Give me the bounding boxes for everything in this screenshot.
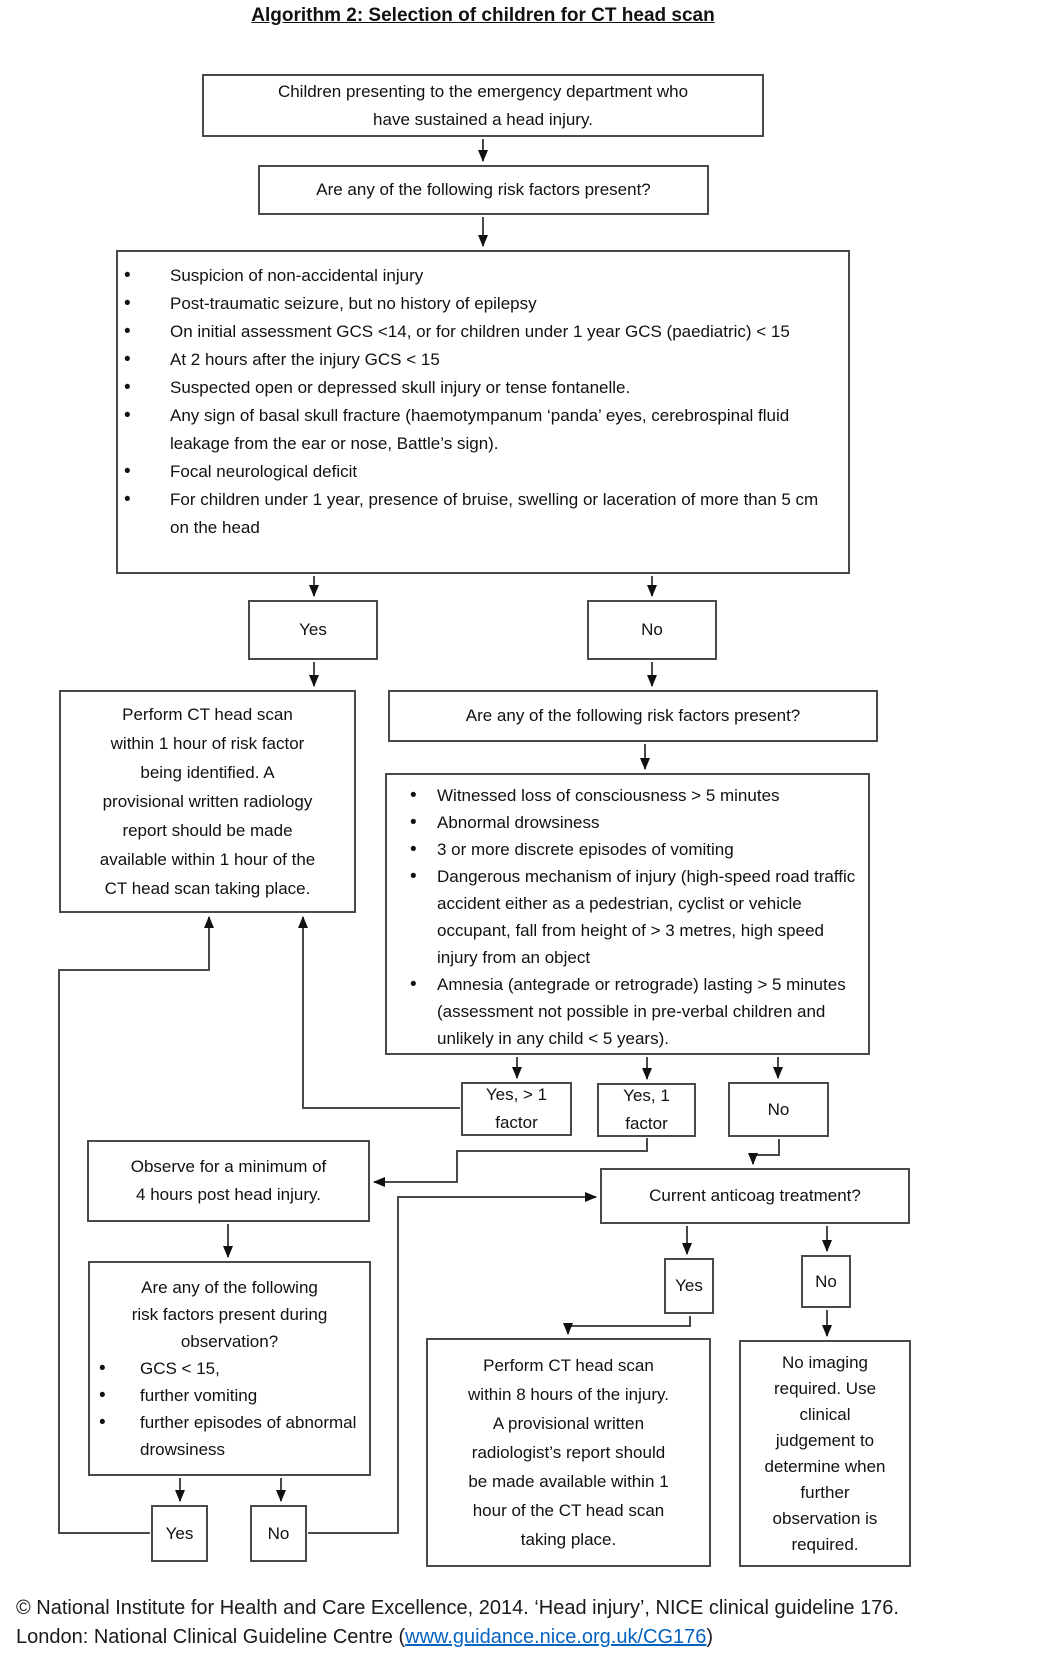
bullet-item: Suspicion of non-accidental injury: [118, 262, 834, 290]
node-no-1: No: [587, 600, 717, 660]
bullet-item: For children under 1 year, presence of b…: [118, 486, 834, 542]
bullet-item: Suspected open or depressed skull injury…: [118, 374, 834, 402]
node-yes-1: Yes: [248, 600, 378, 660]
node-risk-factor-list-1: Suspicion of non-accidental injury Post-…: [116, 250, 850, 574]
bullet-item: Abnormal drowsiness: [387, 809, 860, 836]
footer-line-2-prefix: London: National Clinical Guideline Cent…: [16, 1626, 406, 1648]
node-observation-risk-factors: Are any of the following risk factors pr…: [88, 1261, 371, 1476]
bullet-item: further vomiting: [90, 1382, 369, 1409]
bullet-item: Amnesia (antegrade or retrograde) lastin…: [387, 971, 860, 1052]
node-anticoag-question: Current anticoag treatment?: [600, 1168, 910, 1224]
node-no-2: No: [728, 1082, 829, 1137]
risk-factor-list-2: Witnessed loss of consciousness > 5 minu…: [387, 782, 860, 1052]
node-yes-1-factor: Yes, 1 factor: [597, 1083, 696, 1137]
bullet-item: GCS < 15,: [90, 1355, 369, 1382]
node-yes-4: Yes: [664, 1258, 714, 1314]
node-question-risk-factors-1: Are any of the following risk factors pr…: [258, 165, 709, 215]
node-risk-factor-list-2: Witnessed loss of consciousness > 5 minu…: [385, 773, 870, 1055]
risk-factor-list-1: Suspicion of non-accidental injury Post-…: [118, 262, 834, 542]
footer-line-2: London: National Clinical Guideline Cent…: [16, 1623, 1036, 1652]
observation-question-heading: Are any of the following risk factors pr…: [131, 1278, 328, 1351]
footer-line-2-suffix: ): [706, 1626, 714, 1648]
footer-line-1: © National Institute for Health and Care…: [16, 1597, 899, 1619]
node-ct-scan-8-hours: Perform CT head scan within 8 hours of t…: [426, 1338, 711, 1567]
bullet-item: At 2 hours after the injury GCS < 15: [118, 346, 834, 374]
guideline-link[interactable]: www.guidance.nice.org.uk/CG176: [405, 1626, 707, 1648]
node-no-imaging: No imaging required. Use clinical judgem…: [739, 1340, 911, 1567]
bullet-item: Any sign of basal skull fracture (haemot…: [118, 402, 834, 458]
node-question-risk-factors-2: Are any of the following risk factors pr…: [388, 690, 878, 742]
node-yes-more-than-1-factor: Yes, > 1 factor: [461, 1082, 572, 1136]
node-start: Children presenting to the emergency dep…: [202, 74, 764, 137]
bullet-item: Focal neurological deficit: [118, 458, 834, 486]
bullet-item: 3 or more discrete episodes of vomiting: [387, 836, 860, 863]
node-no-3: No: [250, 1505, 307, 1562]
node-yes-3: Yes: [151, 1505, 208, 1562]
bullet-item: Post-traumatic seizure, but no history o…: [118, 290, 834, 318]
bullet-item: Dangerous mechanism of injury (high-spee…: [387, 863, 860, 971]
observation-risk-list: GCS < 15, further vomiting further episo…: [90, 1355, 369, 1463]
node-observe-4-hours: Observe for a minimum of 4 hours post he…: [87, 1140, 370, 1222]
node-ct-scan-1-hour: Perform CT head scan within 1 hour of ri…: [59, 690, 356, 913]
page-title: Algorithm 2: Selection of children for C…: [251, 5, 715, 26]
node-no-4: No: [801, 1255, 851, 1308]
bullet-item: On initial assessment GCS <14, or for ch…: [118, 318, 834, 346]
bullet-item: Witnessed loss of consciousness > 5 minu…: [387, 782, 860, 809]
copyright-footer: © National Institute for Health and Care…: [16, 1594, 1036, 1652]
bullet-item: further episodes of abnormal drowsiness: [90, 1409, 369, 1463]
